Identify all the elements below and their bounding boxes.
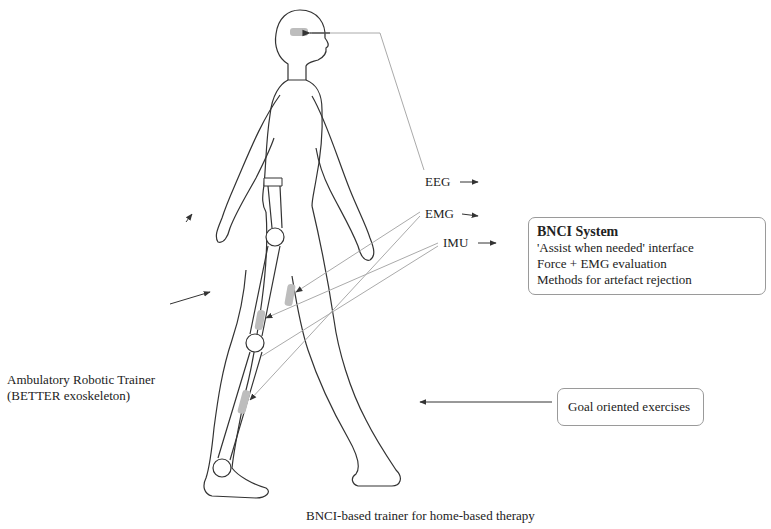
emg-sensor xyxy=(237,389,251,414)
imu-leader xyxy=(262,246,438,356)
exo-frame xyxy=(218,186,282,460)
eeg-arrow xyxy=(460,182,478,183)
emg-leader xyxy=(296,212,420,292)
system-box: BNCI System'Assist when needed' interfac… xyxy=(528,217,766,295)
trainer-arrow xyxy=(170,292,210,304)
knee-joint xyxy=(246,334,264,352)
box-item: Methods for artefact rejection xyxy=(537,272,757,288)
ankle-joint xyxy=(213,459,231,477)
head-outline xyxy=(276,10,329,80)
trainer-arrow xyxy=(186,214,192,222)
signal-label: EEG xyxy=(424,174,451,190)
box-item: 'Assist when needed' interface xyxy=(537,240,757,256)
signal-label: EMG xyxy=(424,206,455,222)
part-label: Ambulatory Robotic Trainer (BETTER exosk… xyxy=(6,372,176,404)
emg-arrow xyxy=(462,214,478,216)
exo-belt xyxy=(264,178,282,186)
eeg-sensor xyxy=(290,28,308,36)
exercise-arrow xyxy=(420,402,552,403)
front-arm xyxy=(312,96,374,260)
imu-arrow xyxy=(478,243,496,244)
emg-sensor xyxy=(284,283,296,306)
signal-label: IMU xyxy=(442,235,469,251)
box-heading: BNCI System xyxy=(537,224,757,240)
rear-arm xyxy=(216,95,280,242)
eeg-pointer xyxy=(310,32,330,33)
imu-leader xyxy=(266,243,438,318)
box-text: Goal oriented exercises xyxy=(568,399,693,415)
imu-sensor xyxy=(254,309,265,330)
front-leg xyxy=(292,206,400,486)
exercise-box: Goal oriented exercises xyxy=(557,388,704,426)
figure-caption: BNCI-based trainer for home-based therap… xyxy=(305,508,536,524)
eeg-leader xyxy=(312,33,424,170)
rear-leg xyxy=(204,212,268,498)
hip-joint xyxy=(266,228,284,246)
emg-leader xyxy=(250,216,420,400)
box-item: Force + EMG evaluation xyxy=(537,256,757,272)
